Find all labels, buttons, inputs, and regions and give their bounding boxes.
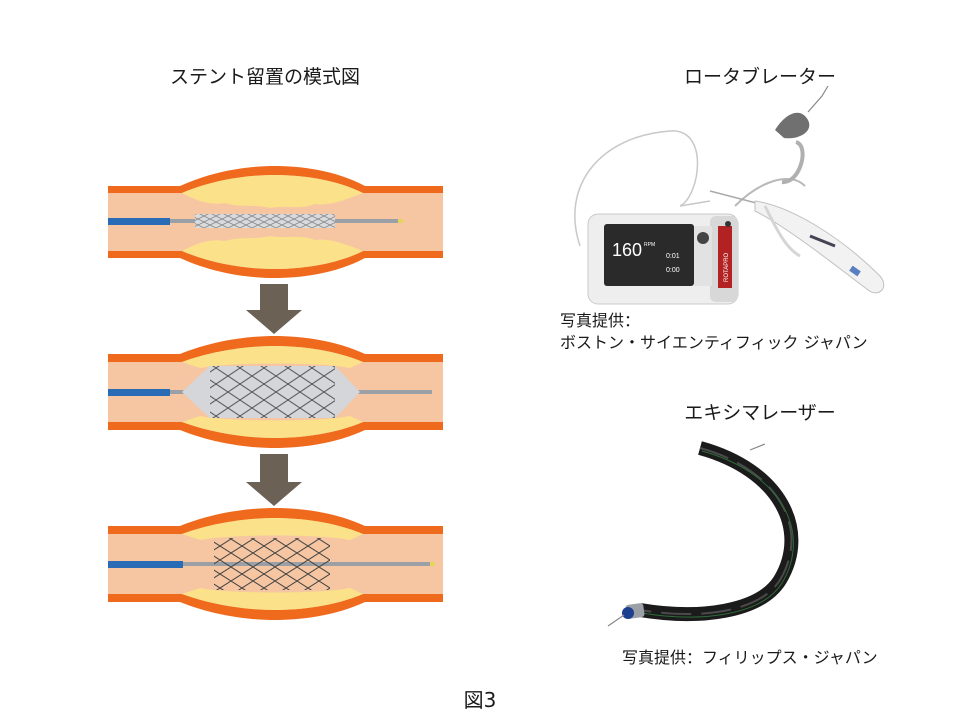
rotablator-console: 160 RPM 0:01 0:00 ROTAPRO (587, 213, 739, 305)
down-arrow-1 (246, 284, 302, 334)
stent-diagram (108, 166, 443, 620)
console-time-2: 0:00 (666, 267, 680, 274)
rotablator-photo: 160 RPM 0:01 0:00 ROTAPRO (574, 85, 885, 305)
laser-photo-credit: 写真提供：フィリップス・ジャパン (622, 648, 878, 667)
vessel-stage-1 (108, 166, 443, 278)
rotablator-credit-line1: 写真提供： (560, 311, 641, 330)
console-rpm-unit: RPM (644, 242, 655, 248)
stent-diagram-title: ステント留置の模式図 (169, 66, 360, 88)
console-brand-strip (718, 226, 732, 288)
rotablator-credit-line2: ボストン・サイエンティフィック ジャパン (560, 333, 868, 352)
console-brand: ROTAPRO (724, 252, 730, 282)
foot-pedal-bulb (775, 112, 810, 139)
figure-caption: 図3 (463, 688, 497, 712)
console-knob (697, 232, 709, 244)
vessel-stage-2 (108, 336, 443, 448)
console-time-1: 0:01 (666, 253, 680, 260)
down-arrow-2 (246, 454, 302, 506)
vessel-stage-3 (108, 508, 443, 620)
plaque-top (182, 175, 363, 208)
console-rpm-value: 160 (612, 240, 642, 260)
rotablator-advancer (709, 190, 885, 294)
rotablator-title: ロータブレーター (683, 66, 836, 88)
crimped-stent (195, 214, 335, 228)
laser-catheter-photo (607, 441, 799, 627)
plaque-bottom (182, 236, 363, 269)
catheter (108, 218, 170, 225)
expanding-stent (210, 366, 335, 418)
deployed-stent (214, 538, 330, 590)
excimer-laser-title: エキシマレーザー (684, 402, 836, 424)
rotablator-photo-credit: 写真提供： ボストン・サイエンティフィック ジャパン (560, 310, 868, 354)
